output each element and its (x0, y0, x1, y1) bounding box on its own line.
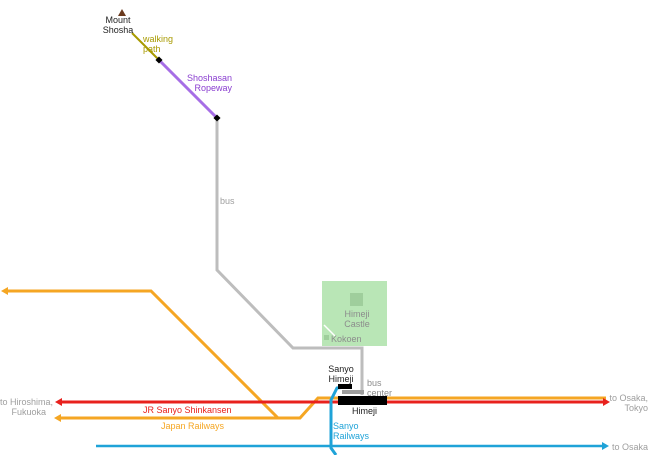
walking-path-label: walking path (143, 34, 174, 54)
himeji-castle-park (322, 281, 387, 346)
ropeway-line (157, 58, 219, 120)
shinkansen-arrow-west (55, 398, 62, 406)
himeji-station (338, 396, 387, 405)
walking-path-line (131, 32, 160, 61)
to-hiroshima-label: to Hiroshima, Fukuoka (0, 397, 54, 417)
bus-center-marker (342, 390, 364, 394)
to-osaka-label: to Osaka (612, 442, 649, 452)
japan-railways-label: Japan Railways (161, 421, 225, 431)
castle-keep-icon (350, 293, 363, 306)
jr-arrow-west-lower (54, 414, 61, 422)
kokoen-label: Kokoen (331, 334, 362, 344)
kokoen-marker (324, 335, 329, 340)
bus-route (215, 118, 364, 395)
bus-label: bus (220, 196, 235, 206)
sanyo-arrow-east (602, 442, 609, 450)
jr-line-upper (8, 289, 280, 420)
jr-line-lower (60, 396, 606, 420)
himeji-label: Himeji (352, 406, 378, 416)
sanyo-railways-label: Sanyo Railways (333, 421, 370, 441)
kokoen-path (323, 324, 336, 337)
himeji-castle-label: Himeji Castle (344, 309, 370, 329)
to-osaka-tokyo-label: to Osaka, Tokyo (609, 393, 648, 413)
mount-shosha-label: Mount Shosha (102, 15, 134, 35)
ropeway-lower-station (155, 56, 163, 64)
ropeway-upper-station (213, 114, 221, 122)
mountain-icon (118, 9, 126, 16)
shinkansen-arrow-east (603, 398, 610, 406)
jr-arrow-west-upper (1, 287, 8, 295)
sanyo-himeji-label: Sanyo Himeji (328, 364, 354, 384)
bus-center-label: bus center (367, 378, 393, 398)
shinkansen-label: JR Sanyo Shinkansen (143, 405, 232, 415)
ropeway-label: Shoshasan Ropeway (186, 73, 232, 93)
sanyo-himeji-station (338, 384, 352, 389)
